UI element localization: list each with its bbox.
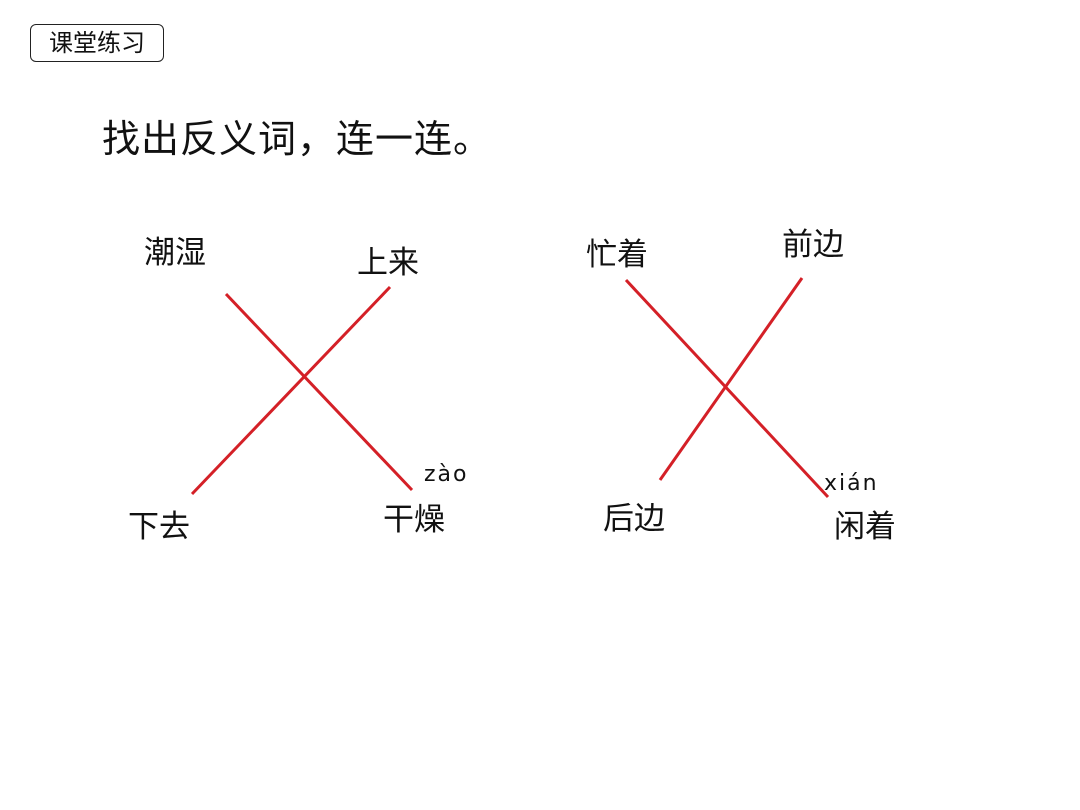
word-xianzhe: 闲着: [834, 509, 896, 545]
line-shanglai-xiaqu: [190, 285, 392, 496]
line-qianbian-houbian: [658, 277, 804, 481]
word-ganzao: 干燥: [383, 502, 445, 538]
instruction-title: 找出反义词，连一连。: [102, 117, 493, 161]
word-chaoshi: 潮湿: [144, 235, 206, 271]
pinyin-xian: xián: [824, 471, 879, 496]
word-xiaqu: 下去: [128, 509, 190, 545]
line-mangzhe-xianzhe: [624, 278, 830, 499]
section-badge: 课堂练习: [30, 24, 164, 62]
word-houbian: 后边: [603, 501, 665, 537]
word-qianbian: 前边: [782, 227, 844, 263]
pinyin-zao: zào: [424, 462, 469, 487]
word-shanglai: 上来: [357, 245, 419, 281]
line-chaoshi-ganzao: [224, 292, 414, 492]
word-mangzhe: 忙着: [586, 237, 648, 273]
